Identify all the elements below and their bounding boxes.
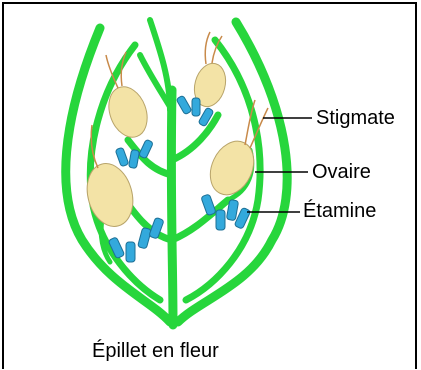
ovaire-label: Ovaire	[312, 162, 371, 182]
ovary-4	[202, 134, 262, 202]
etamine-label: Étamine	[303, 201, 376, 221]
caption: Épillet en fleur	[92, 341, 219, 361]
stigmate-label: Stigmate	[316, 108, 395, 128]
